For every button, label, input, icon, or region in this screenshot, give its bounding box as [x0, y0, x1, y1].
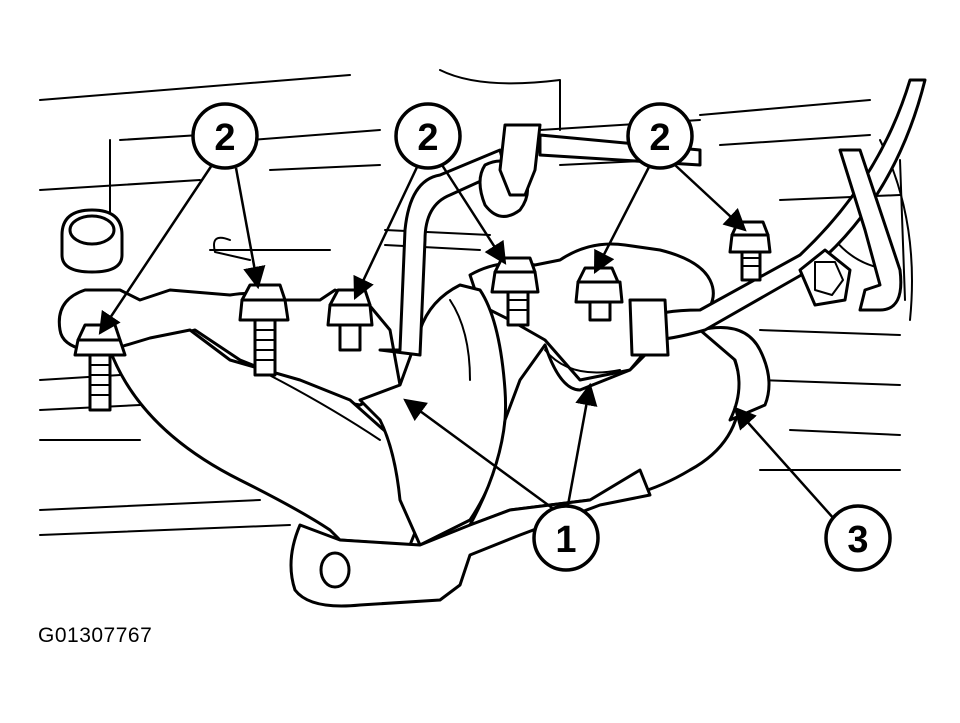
callout-balloon-2a: 2: [191, 102, 259, 170]
callout-label: 3: [847, 519, 868, 561]
callout-balloon-2b: 2: [394, 102, 462, 170]
callout-balloon-1: 1: [532, 504, 600, 572]
manifold-stud-3: [326, 288, 374, 352]
callout-label: 2: [214, 117, 235, 159]
callout-label: 2: [649, 117, 670, 159]
callout-label: 1: [555, 519, 576, 561]
callout-label: 2: [417, 117, 438, 159]
callout-balloon-3: 3: [824, 504, 892, 572]
manifold-stud-2: [238, 283, 290, 377]
manifold-stud-6: [728, 220, 772, 282]
figure-id: G01307767: [38, 624, 153, 647]
spacer-grommet: [60, 208, 124, 274]
callout-balloon-2c: 2: [626, 102, 694, 170]
callout-leaders: [98, 164, 836, 521]
